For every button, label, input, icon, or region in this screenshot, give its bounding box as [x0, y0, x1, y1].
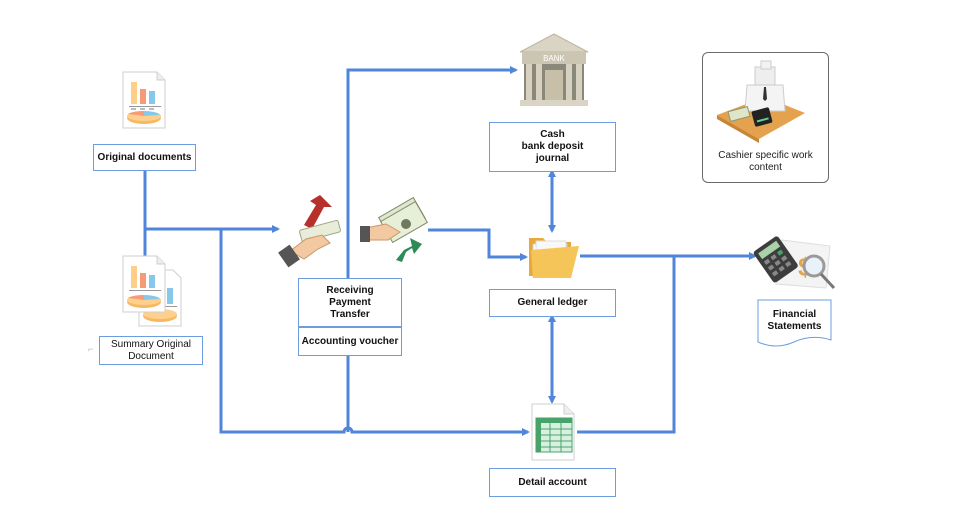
pay-money-icon — [360, 196, 429, 262]
financial-statements-shape — [757, 299, 832, 347]
original-documents-label: Original documents — [97, 151, 192, 163]
bank-deposit-label: bank deposit — [521, 141, 584, 152]
edge-payment-to-ledger — [428, 228, 528, 261]
bank-icon: BANK — [519, 33, 589, 106]
summary-original-document-box[interactable]: Summary Original Document — [99, 336, 203, 365]
general-ledger-box[interactable]: General ledger — [489, 289, 616, 317]
summary-label-line2: Document — [128, 350, 174, 362]
payment-label: Payment — [329, 296, 371, 308]
bank-icon-text: BANK — [543, 54, 565, 63]
detail-account-box[interactable]: Detail account — [489, 468, 616, 497]
transfer-label: Transfer — [330, 308, 370, 320]
journal-label: journal — [535, 153, 570, 164]
detail-account-label: Detail account — [518, 476, 587, 488]
stacked-document-chart-icon — [122, 255, 182, 327]
accounting-voucher-box[interactable]: Accounting voucher — [298, 327, 402, 356]
general-ledger-label: General ledger — [517, 297, 588, 308]
edge-receiving-to-bank — [346, 66, 518, 278]
cash-label: Cash — [540, 129, 565, 140]
cashier-work-content-card[interactable]: Cashier specific work content — [702, 52, 829, 183]
document-chart-icon — [122, 71, 166, 129]
receiving-payment-transfer-box[interactable]: Receiving Payment Transfer — [298, 278, 402, 327]
financial-label: Financial — [772, 309, 817, 320]
edge-original-to-receiving — [143, 171, 280, 233]
calculator-magnifier-icon: $ — [753, 236, 836, 290]
faint-marker: ⌐ — [88, 344, 93, 354]
receiving-label: Receiving — [326, 284, 374, 296]
original-documents-box[interactable]: Original documents — [93, 144, 196, 171]
accounting-voucher-label: Accounting voucher — [301, 335, 399, 347]
cash-bank-deposit-journal-box[interactable]: Cash bank deposit journal — [489, 122, 616, 172]
statements-label: Statements — [767, 321, 822, 332]
financial-statements-box[interactable]: Financial Statements — [758, 305, 831, 337]
spreadsheet-icon — [531, 403, 575, 461]
cashier-label-line2: content — [749, 162, 782, 173]
receive-money-icon — [278, 195, 341, 268]
cashier-desk-icon — [717, 60, 805, 143]
summary-label-line1: Summary Original — [110, 338, 192, 350]
folder-icon — [529, 238, 579, 278]
edge-detail-to-statements — [577, 256, 676, 434]
cashier-label-line1: Cashier specific work — [718, 150, 813, 161]
